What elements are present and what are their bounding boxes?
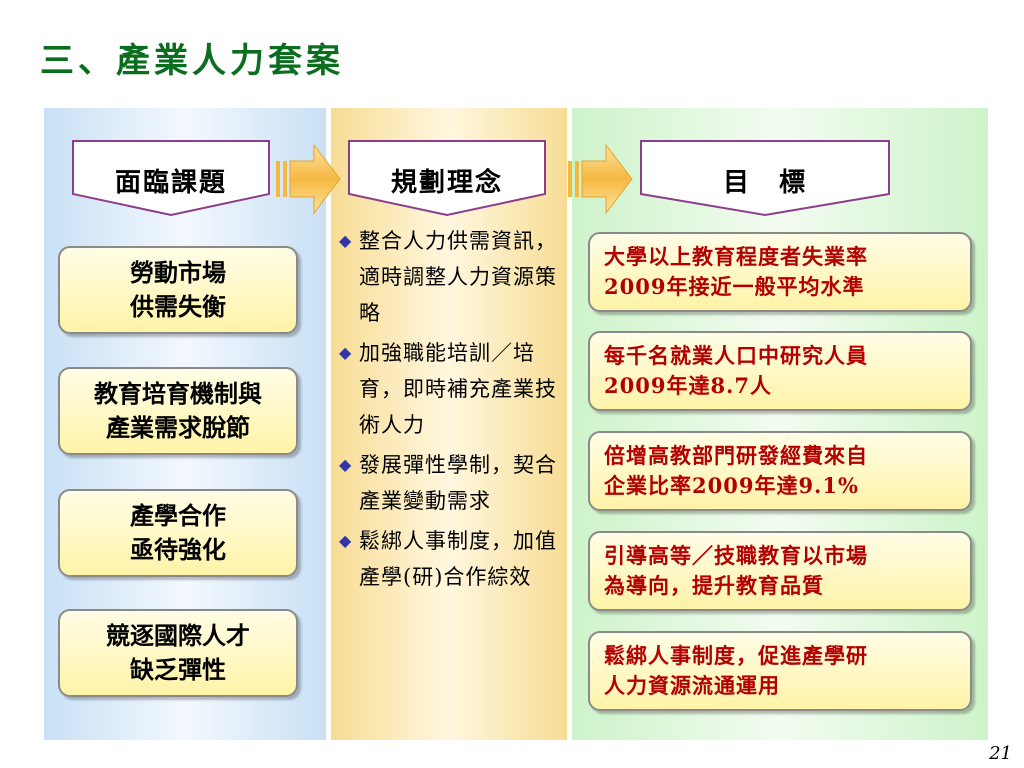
goal-line: 企業比率2009年達9.1% [604,473,859,498]
goal-line: 為導向，提升教育品質 [604,573,824,598]
issue-line: 產業需求脫節 [106,413,250,442]
issue-card: 教育培育機制與 產業需求脫節 [58,367,298,455]
goals-header-label: 目 標 [722,168,807,198]
concept-text: 整合人力供需資訊，適時調整人力資源策略 [359,229,557,325]
issue-line: 亟待強化 [130,535,226,564]
issue-card: 競逐國際人才 缺乏彈性 [58,609,298,697]
goal-line: 鬆綁人事制度，促進產學研 [604,643,868,668]
goal-card: 大學以上教育程度者失業率 2009年接近一般平均水準 [588,232,972,312]
issue-line: 教育培育機制與 [94,379,262,408]
concept-item: ◆ 整合人力供需資訊，適時調整人力資源策略 [339,223,563,331]
issue-card: 勞動市場 供需失衡 [58,246,298,334]
concept-text: 發展彈性學制，契合產業變動需求 [359,453,557,513]
goal-card: 鬆綁人事制度，促進產學研 人力資源流通運用 [588,631,972,711]
issue-line: 勞動市場 [130,258,226,287]
concept-item: ◆ 鬆綁人事制度，加值產學(研)合作綜效 [339,523,563,595]
right-arrow-icon [568,143,633,215]
goal-line: 2009年接近一般平均水準 [604,274,865,299]
goal-line: 倍增高教部門研發經費來自 [604,443,868,468]
concept-item: ◆ 發展彈性學制，契合產業變動需求 [339,447,563,519]
concepts-header: 規劃理念 [348,140,546,216]
issue-line: 缺乏彈性 [130,655,226,684]
goal-card: 引導高等／技職教育以市場 為導向，提升教育品質 [588,531,972,611]
issues-header: 面臨課題 [72,140,270,216]
issues-header-label: 面臨課題 [114,168,227,198]
concepts-header-label: 規劃理念 [390,168,503,198]
goal-card: 每千名就業人口中研究人員 2009年達8.7人 [588,331,972,411]
right-arrow-icon [276,143,341,215]
header-pentagon-shape [348,140,546,216]
issue-card: 產學合作 亟待強化 [58,489,298,577]
page-number: 21 [989,743,1012,764]
concept-list: ◆ 整合人力供需資訊，適時調整人力資源策略 ◆ 加強職能培訓／培育，即時補充產業… [339,223,563,599]
goal-card: 倍增高教部門研發經費來自 企業比率2009年達9.1% [588,431,972,511]
header-pentagon-shape [640,140,890,216]
diamond-bullet-icon: ◆ [339,455,353,474]
issue-line: 供需失衡 [130,292,226,321]
goal-line: 引導高等／技職教育以市場 [604,543,868,568]
goal-line: 人力資源流通運用 [604,673,780,698]
goals-header: 目 標 [640,140,890,216]
goal-line: 2009年達8.7人 [604,373,772,398]
goal-line: 大學以上教育程度者失業率 [604,244,868,269]
issue-line: 產學合作 [130,501,226,530]
diamond-bullet-icon: ◆ [339,343,353,362]
diamond-bullet-icon: ◆ [339,231,353,250]
issue-line: 競逐國際人才 [106,621,250,650]
goal-line: 每千名就業人口中研究人員 [604,343,868,368]
page-title: 三、產業人力套案 [40,41,344,81]
diamond-bullet-icon: ◆ [339,531,353,550]
concept-text: 鬆綁人事制度，加值產學(研)合作綜效 [359,529,557,589]
concept-text: 加強職能培訓／培育，即時補充產業技術人力 [359,341,557,437]
header-pentagon-shape [72,140,270,216]
concept-item: ◆ 加強職能培訓／培育，即時補充產業技術人力 [339,335,563,443]
